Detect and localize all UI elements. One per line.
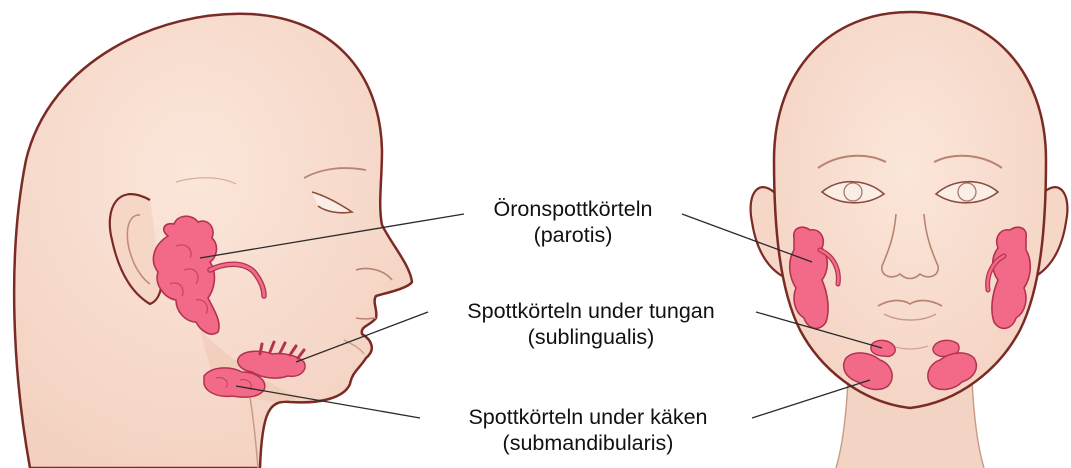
label-parotid-latin: (parotis) bbox=[473, 222, 673, 248]
label-sublingual-latin: (sublingualis) bbox=[432, 324, 750, 350]
face-front-icon bbox=[751, 12, 1068, 468]
head-profile-icon bbox=[14, 14, 412, 468]
label-parotid: Öronspottkörteln (parotis) bbox=[473, 196, 673, 248]
profile-mouth bbox=[356, 318, 376, 319]
label-submandibular: Spottkörteln under käken (submandibulari… bbox=[428, 404, 748, 456]
label-submandibular-latin: (submandibularis) bbox=[428, 430, 748, 456]
label-sublingual: Spottkörteln under tungan (sublingualis) bbox=[432, 298, 750, 350]
label-sublingual-name: Spottkörteln under tungan bbox=[432, 298, 750, 324]
label-submandibular-name: Spottkörteln under käken bbox=[428, 404, 748, 430]
label-parotid-name: Öronspottkörteln bbox=[473, 196, 673, 222]
front-sublingual-gland-left bbox=[871, 340, 895, 356]
